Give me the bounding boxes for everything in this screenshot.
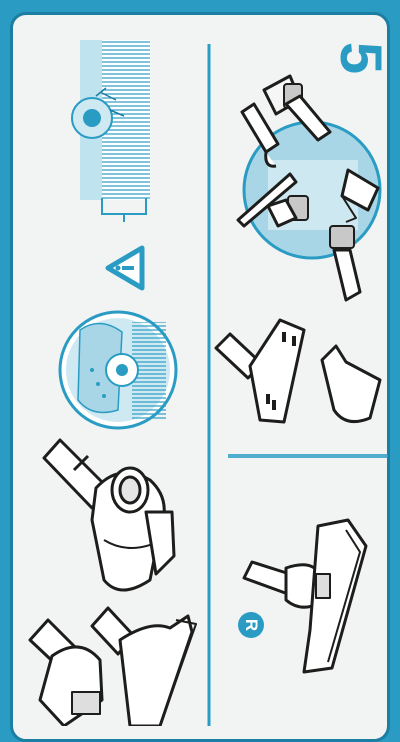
step-number: 5 (336, 28, 384, 88)
attachment-tools-illustration (238, 76, 380, 300)
warning-triangle-icon (108, 248, 142, 288)
floor-heads-illustration (30, 608, 196, 726)
brush-detail-illustration (60, 312, 176, 428)
upholstery-tools-illustration (216, 320, 380, 422)
section-badge: R (238, 612, 264, 638)
manual-page: 5 R (0, 0, 400, 726)
brush-roll-illustration (72, 40, 150, 222)
turbo-brush-illustration (44, 440, 174, 590)
floor-brush-illustration (244, 520, 366, 672)
illustration-canvas (0, 0, 400, 726)
